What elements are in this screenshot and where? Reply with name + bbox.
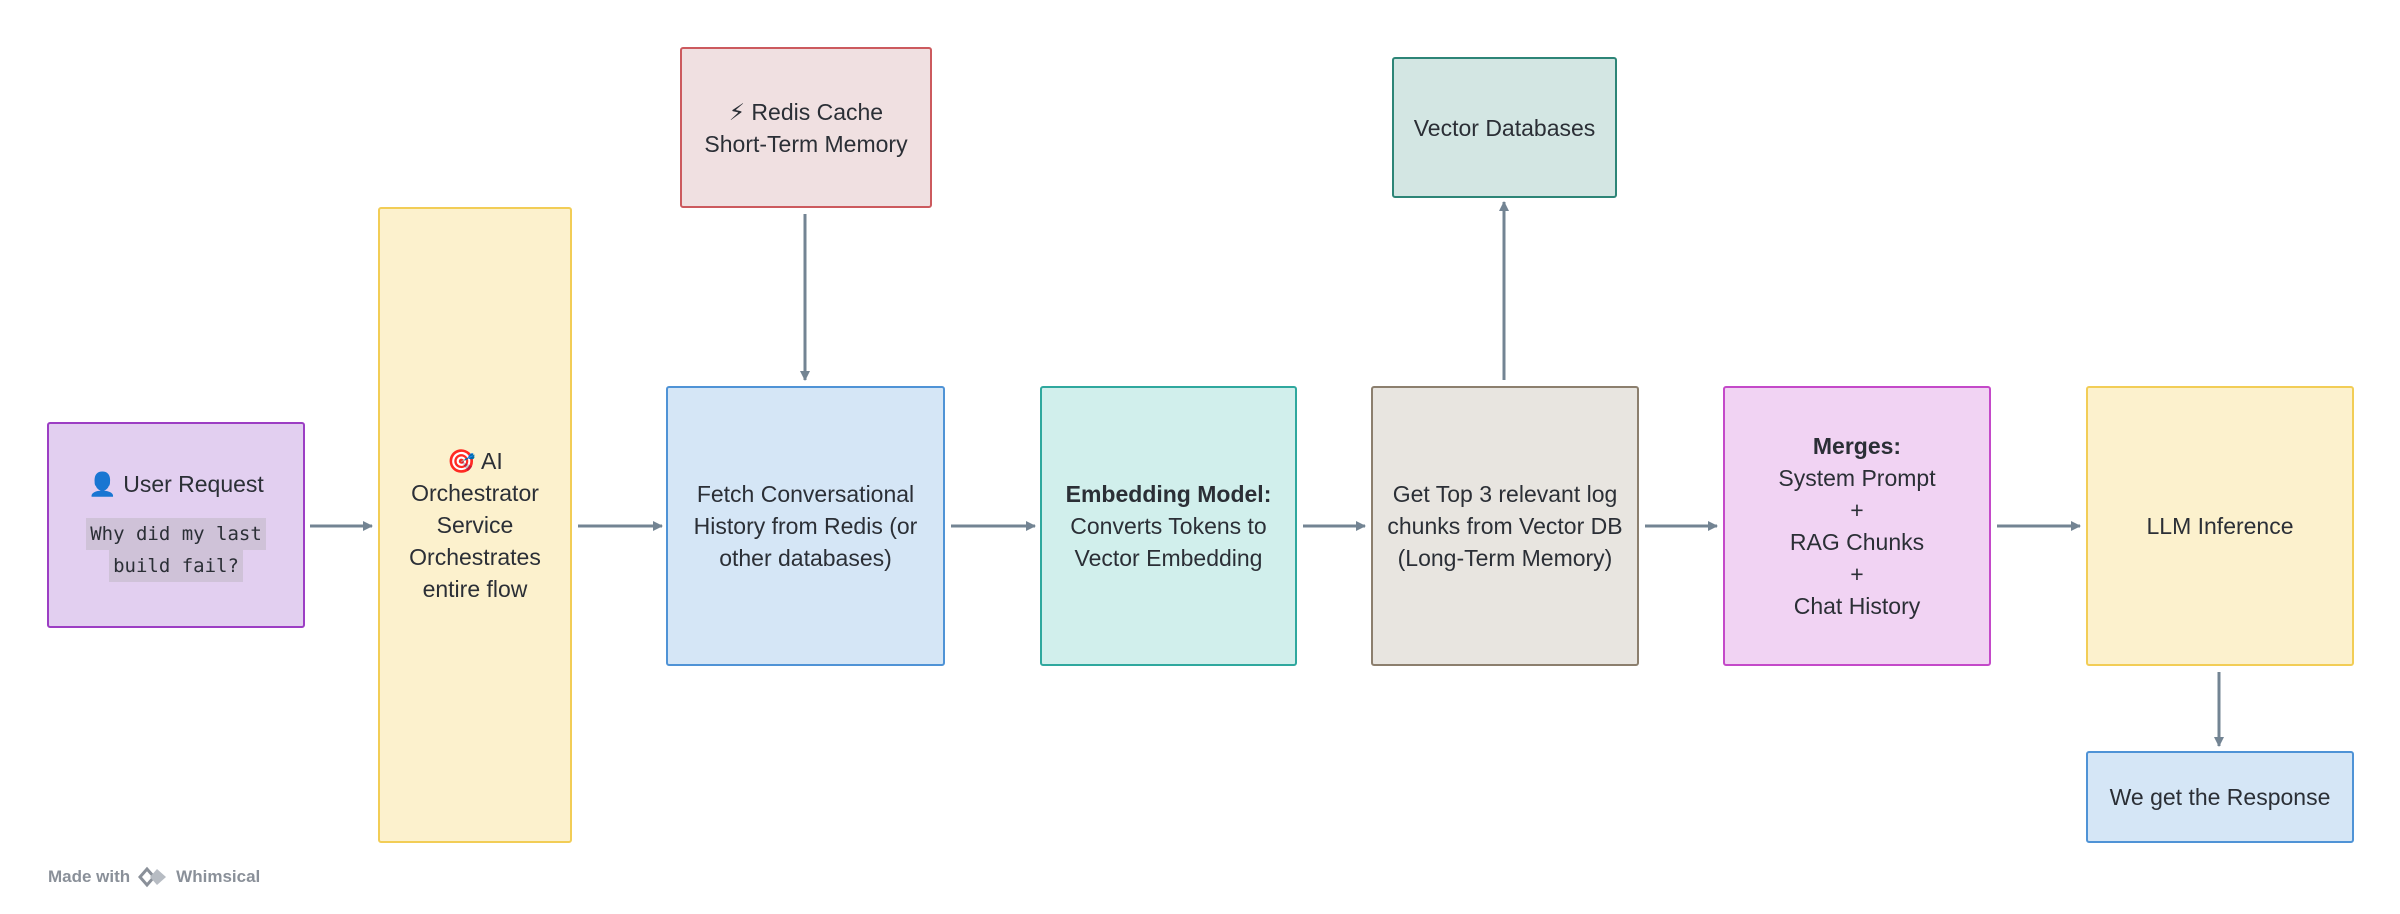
- redis-cache-line-2: Short-Term Memory: [704, 130, 908, 157]
- made-with-footer: Made with Whimsical: [48, 866, 260, 888]
- made-with-text: Made with: [48, 867, 131, 886]
- fetch-history-line-1: Fetch Conversational: [696, 481, 915, 507]
- orchestrator-line-2: Orchestrator: [411, 480, 539, 506]
- lightning-icon: ⚡: [728, 98, 746, 125]
- merge-line-6: Chat History: [1793, 593, 1921, 619]
- vector-databases-label: Vector Databases: [1413, 114, 1596, 141]
- top3-line-2: chunks from Vector DB: [1387, 513, 1623, 539]
- response-label: We get the Response: [2109, 784, 2331, 810]
- orchestrator-line-4: Orchestrates: [409, 544, 541, 570]
- target-icon: 🎯: [447, 448, 476, 474]
- merge-line-4: RAG Chunks: [1789, 529, 1925, 555]
- whimsical-logo-icon: [138, 866, 167, 888]
- merge-node: Merges: System Prompt + RAG Chunks + Cha…: [1723, 386, 1991, 666]
- merge-line-2: System Prompt: [1778, 465, 1936, 491]
- orchestrator-line-1: AI: [481, 448, 503, 474]
- fetch-history-line-3: other databases): [719, 545, 892, 571]
- user-query: Why did my last build fail?: [86, 518, 266, 582]
- fetch-history-node: Fetch Conversational History from Redis …: [666, 386, 945, 666]
- orchestrator-line-3: Service: [436, 512, 514, 538]
- embedding-model-title: Embedding Model:: [1065, 481, 1272, 507]
- orchestrator-node: 🎯 AI Orchestrator Service Orchestrates e…: [378, 207, 572, 843]
- user-request-title: User Request: [123, 471, 264, 497]
- merge-line-3: +: [1850, 497, 1864, 523]
- user-icon: 👤: [88, 471, 117, 497]
- llm-inference-label: LLM Inference: [2146, 513, 2294, 539]
- vector-databases-node: Vector Databases: [1392, 57, 1617, 198]
- fetch-history-line-2: History from Redis (or: [693, 513, 918, 539]
- orchestrator-line-5: entire flow: [422, 576, 528, 602]
- redis-cache-line-1: Redis Cache: [751, 98, 884, 125]
- response-node: We get the Response: [2086, 751, 2354, 843]
- whimsical-brand-text: Whimsical: [176, 867, 261, 886]
- top3-chunks-node: Get Top 3 relevant log chunks from Vecto…: [1371, 386, 1639, 666]
- user-query-line-2: build fail?: [109, 550, 243, 582]
- top3-line-3: (Long-Term Memory): [1397, 545, 1613, 571]
- embedding-model-line-3: Vector Embedding: [1074, 545, 1263, 571]
- user-query-line-1: Why did my last: [86, 518, 266, 550]
- top3-line-1: Get Top 3 relevant log: [1392, 481, 1618, 507]
- llm-inference-node: LLM Inference: [2086, 386, 2354, 666]
- embedding-model-node: Embedding Model: Converts Tokens to Vect…: [1040, 386, 1297, 666]
- embedding-model-line-2: Converts Tokens to: [1070, 513, 1267, 539]
- user-request-node: 👤 User Request Why did my last build fai…: [47, 422, 305, 628]
- merge-title: Merges:: [1812, 433, 1902, 459]
- redis-cache-node: ⚡ Redis Cache Short-Term Memory: [680, 47, 932, 208]
- merge-line-5: +: [1850, 561, 1864, 587]
